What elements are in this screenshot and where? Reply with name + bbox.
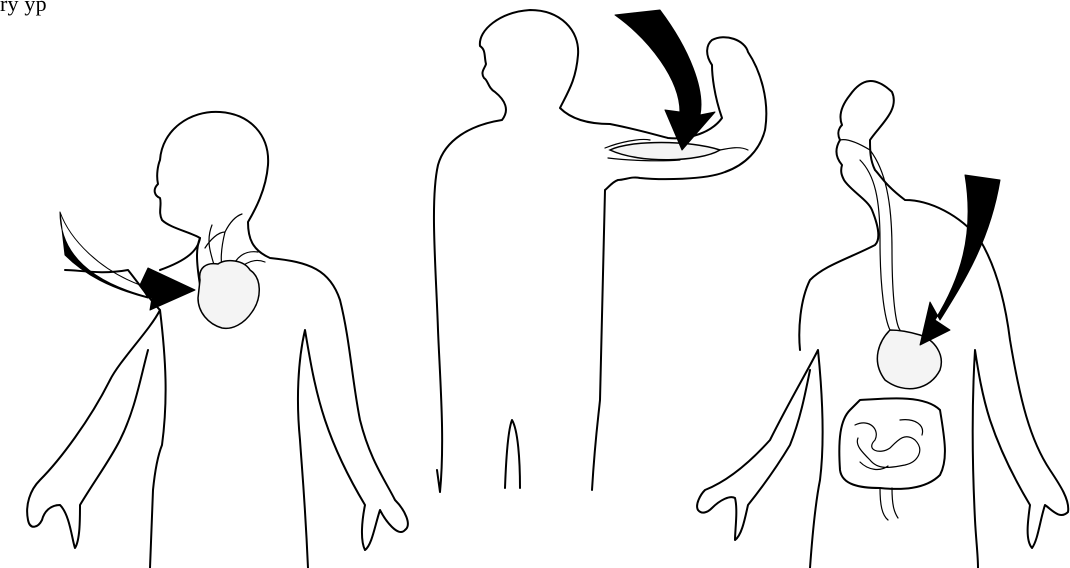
small-intestine <box>855 420 923 470</box>
figure-heart-neck-left <box>160 238 200 270</box>
heart-organ <box>198 214 265 328</box>
figure-heart-head <box>155 112 408 568</box>
digestive-pointer-arrow <box>920 175 1000 345</box>
figure-biceps-outline <box>434 10 766 492</box>
figure-heart <box>27 112 408 568</box>
figure-heart-outline <box>27 270 165 568</box>
large-intestine <box>839 398 945 489</box>
figure-biceps <box>434 10 766 492</box>
biceps-muscle <box>605 139 748 160</box>
